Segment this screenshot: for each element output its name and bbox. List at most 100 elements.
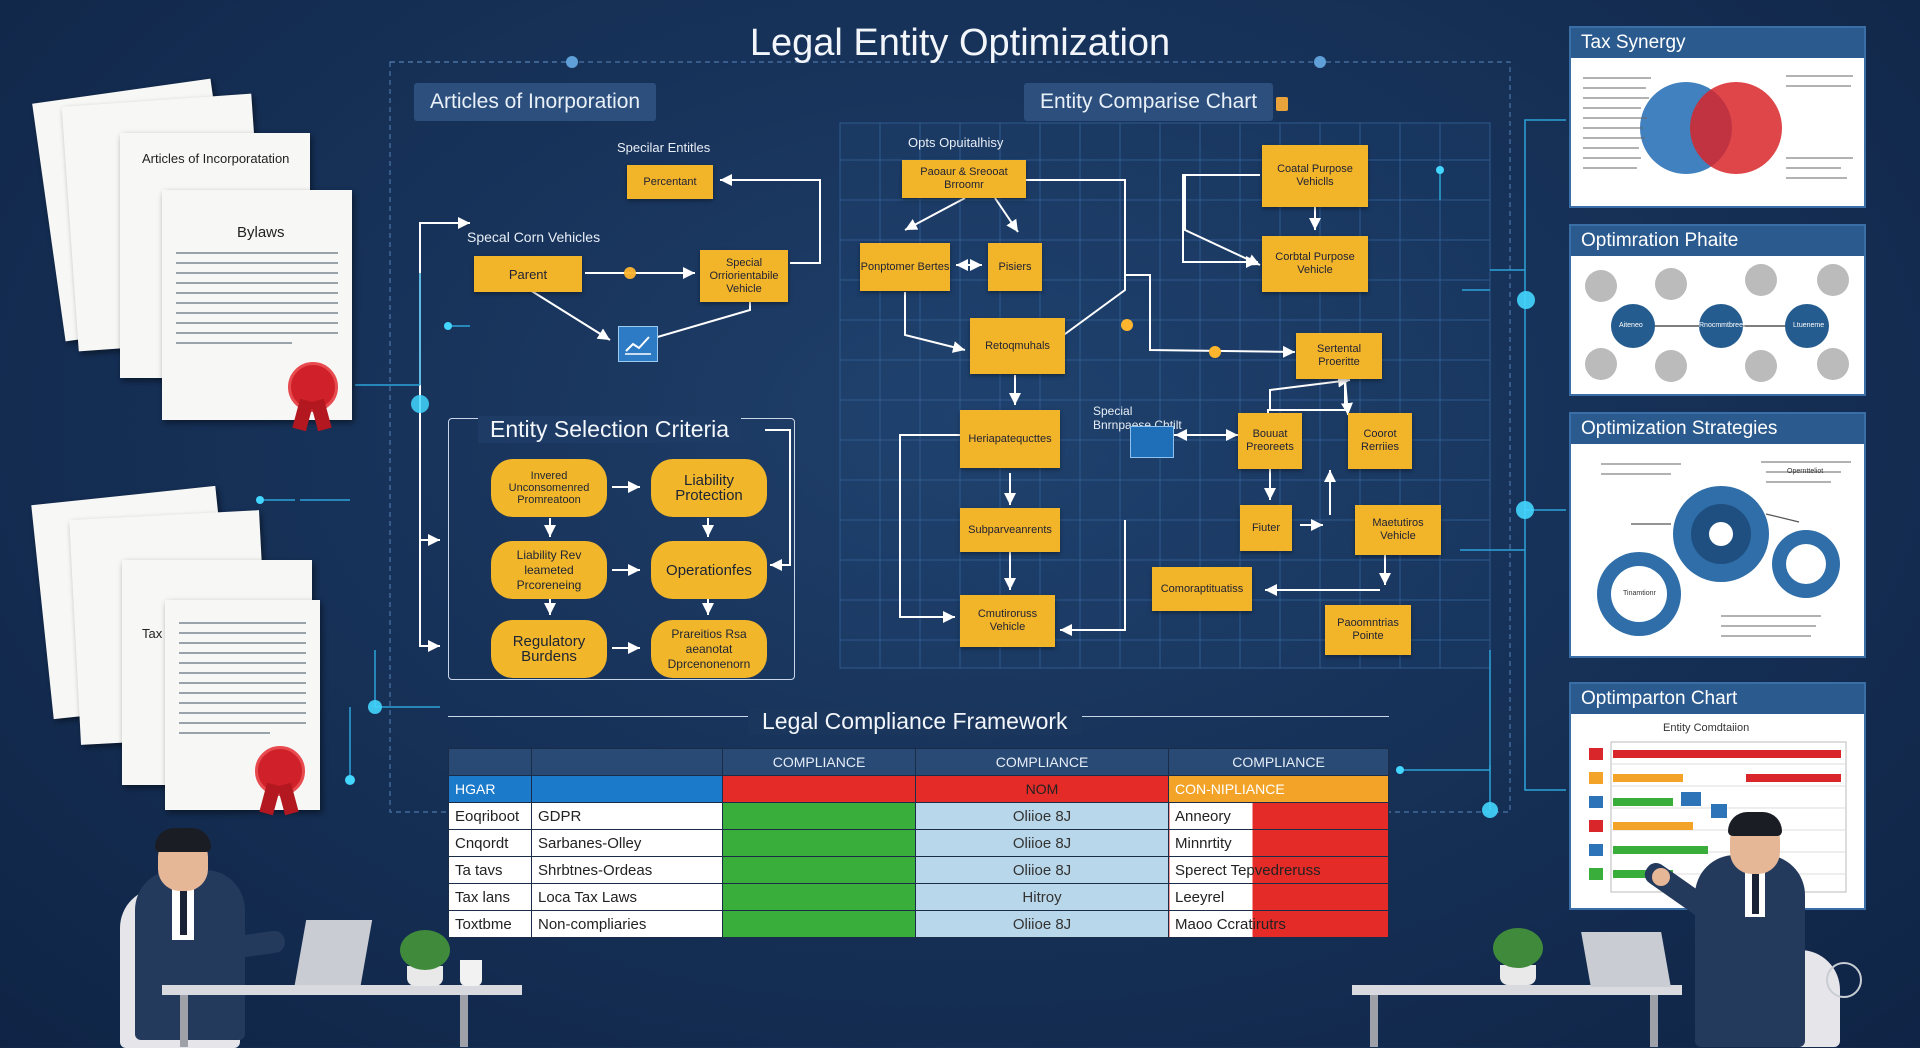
criteria-pill[interactable]: Liability Protection bbox=[651, 459, 767, 517]
tie bbox=[1752, 866, 1759, 914]
table-header-row: COMPLIANCE COMPLIANCE COMPLIANCE bbox=[448, 748, 1389, 776]
table-cell bbox=[531, 775, 723, 803]
table-cell: Eoqriboot bbox=[448, 802, 532, 830]
table-cell: Ta tavs bbox=[448, 856, 532, 884]
table-cell bbox=[722, 829, 916, 857]
phase-node-label: Ltueneme bbox=[1793, 322, 1825, 329]
criteria-pill[interactable]: Prareitios Rsa aeanotat Dprcenonenorn bbox=[651, 620, 767, 678]
table-cell: Oliioe 8J bbox=[915, 802, 1169, 830]
table-cell: Toxtbme bbox=[448, 910, 532, 938]
table-cell: Non-compliaries bbox=[531, 910, 723, 938]
plant-pot bbox=[407, 966, 443, 986]
table-cell: Oliioe 8J bbox=[915, 829, 1169, 857]
comparison-box[interactable]: Retoqmuhals bbox=[970, 318, 1065, 374]
tax-synergy-panel[interactable]: Tax Synergy bbox=[1569, 26, 1866, 208]
comparison-box[interactable]: Heriapatequcttes bbox=[960, 410, 1060, 468]
hand bbox=[1652, 868, 1670, 886]
gantt-chart-icon bbox=[1589, 741, 1847, 893]
panel-title: Optimization Strategies bbox=[1571, 414, 1864, 444]
plant-pot bbox=[1500, 965, 1536, 985]
monitor-icon bbox=[1130, 426, 1174, 458]
panel-title: Optimparton Chart bbox=[1571, 684, 1864, 714]
plant-icon bbox=[400, 930, 450, 970]
table-row: Eoqriboot GDPR Oliioe 8J Anneory bbox=[448, 802, 1389, 830]
comparison-box[interactable]: Fiuter bbox=[1240, 505, 1292, 551]
table-cell: Hitroy bbox=[915, 883, 1169, 911]
header-cell: COMPLIANCE bbox=[915, 748, 1169, 776]
table-cell: Anneory bbox=[1168, 802, 1389, 830]
comparison-box[interactable]: Cmutiroruss Vehicle bbox=[960, 595, 1055, 647]
table-cell: Sarbanes-Olley bbox=[531, 829, 723, 857]
process-diagram-icon bbox=[1585, 264, 1849, 382]
phase-node-label: Aiteneo bbox=[1619, 322, 1643, 329]
hair bbox=[1728, 812, 1782, 836]
comparison-box[interactable]: Coorot Rerriies bbox=[1348, 413, 1412, 469]
hair bbox=[155, 828, 211, 852]
table-cell: Oliioe 8J bbox=[915, 856, 1169, 884]
laptop-icon bbox=[1581, 932, 1671, 987]
section-comparison-tab[interactable]: Entity Comparise Chart bbox=[1024, 83, 1274, 121]
table-row: Cnqordt Sarbanes-Olley Oliioe 8J Minnrti… bbox=[448, 829, 1389, 857]
doc-bylaws-title: Bylaws bbox=[237, 224, 285, 241]
doc-articles-title: Articles of Incorporatation bbox=[142, 151, 290, 166]
table-cell: Minnrtity bbox=[1168, 829, 1389, 857]
header-cell: COMPLIANCE bbox=[722, 748, 916, 776]
table-cell bbox=[722, 910, 916, 938]
table-cell: CON-NIPLIANCE bbox=[1168, 775, 1389, 803]
cup-icon bbox=[460, 960, 482, 986]
table-row: Toxtbme Non-compliaries Oliioe 8J Maoo C… bbox=[448, 910, 1389, 938]
parent-box[interactable]: Parent bbox=[474, 256, 582, 292]
label-opts: Opts Opuitalhisy bbox=[908, 135, 1004, 150]
panel-title: Tax Synergy bbox=[1571, 28, 1864, 58]
comparison-box[interactable]: Pisiers bbox=[988, 243, 1042, 291]
header-cell bbox=[448, 748, 532, 776]
comparison-box[interactable]: Paoaur & Sreooat Brroomr bbox=[902, 160, 1026, 198]
comparison-box[interactable]: Coatal Purpose Vehiclls bbox=[1262, 145, 1368, 207]
panel-body: Tinamtionr Operntteliot bbox=[1571, 444, 1864, 656]
criteria-pill[interactable]: Operationfes bbox=[651, 541, 767, 599]
panel-body: Aiteneo Rnocmmtbreet Ltueneme bbox=[1571, 256, 1864, 394]
phase-node-label: Rnocmmtbreet bbox=[1699, 322, 1745, 329]
comparison-box[interactable]: Bouuat Preoreets bbox=[1238, 413, 1302, 469]
optimization-phase-panel[interactable]: Optimration Phaite Aiteneo Rnocmmtbreet … bbox=[1569, 224, 1866, 396]
laptop-icon bbox=[293, 920, 373, 990]
special-vehicle-box[interactable]: Special Orriorientabile Vehicle bbox=[700, 250, 788, 302]
plant-icon bbox=[1493, 928, 1543, 968]
compliance-heading: Legal Compliance Framework bbox=[748, 708, 1082, 735]
table-cell bbox=[722, 856, 916, 884]
chart-icon bbox=[618, 326, 658, 362]
section-articles-tab[interactable]: Articles of Inorporation bbox=[414, 83, 657, 121]
comparison-box[interactable]: Sertental Proeritte bbox=[1296, 333, 1382, 379]
chart-inner-title: Entity Comdtaiion bbox=[1663, 722, 1750, 734]
table-cell: Leeyrel bbox=[1168, 883, 1389, 911]
desk bbox=[1352, 985, 1682, 995]
table-cell bbox=[722, 883, 916, 911]
comparison-box[interactable]: Subparveanrents bbox=[960, 508, 1060, 552]
header-cell bbox=[531, 748, 723, 776]
panel-title: Optimration Phaite bbox=[1571, 226, 1864, 256]
table-cell: HGAR bbox=[448, 775, 532, 803]
ai-badge-icon bbox=[1826, 962, 1862, 998]
table-cell: Tax lans bbox=[448, 883, 532, 911]
comparison-box[interactable]: Paoomntrias Pointe bbox=[1325, 605, 1411, 655]
entity-box[interactable]: Percentant bbox=[627, 165, 713, 199]
optimization-strategies-panel[interactable]: Optimization Strategies Tinamtionr Opern… bbox=[1569, 412, 1866, 658]
comparison-box[interactable]: Corbtal Purpose Vehicle bbox=[1262, 236, 1368, 292]
table-cell: GDPR bbox=[531, 802, 723, 830]
desk bbox=[162, 985, 522, 995]
strategy-label: Tinamtionr bbox=[1623, 590, 1656, 597]
lock-icon bbox=[1276, 97, 1288, 111]
table-cell: Shrbtnes-Ordeas bbox=[531, 856, 723, 884]
compliance-table: COMPLIANCE COMPLIANCE COMPLIANCE HGAR NO… bbox=[448, 748, 1389, 938]
comparison-box[interactable]: Comoraptituatiss bbox=[1152, 567, 1252, 611]
panel-body bbox=[1571, 58, 1864, 206]
comparison-box[interactable]: Ponptomer Bertes bbox=[860, 243, 950, 291]
table-cell: Sperect Tepvedreruss bbox=[1168, 856, 1389, 884]
criteria-heading: Entity Selection Criteria bbox=[478, 416, 742, 443]
gears-icon bbox=[1597, 461, 1851, 637]
criteria-pill[interactable]: Liability Rev leameted Prcoreneing bbox=[491, 541, 607, 599]
criteria-pill[interactable]: Regulatory Burdens bbox=[491, 620, 607, 678]
criteria-pill[interactable]: Invered Unconsomenred Promreatoon bbox=[491, 459, 607, 517]
table-cell bbox=[722, 802, 916, 830]
comparison-box[interactable]: Maetutiros Vehicle bbox=[1355, 505, 1441, 555]
